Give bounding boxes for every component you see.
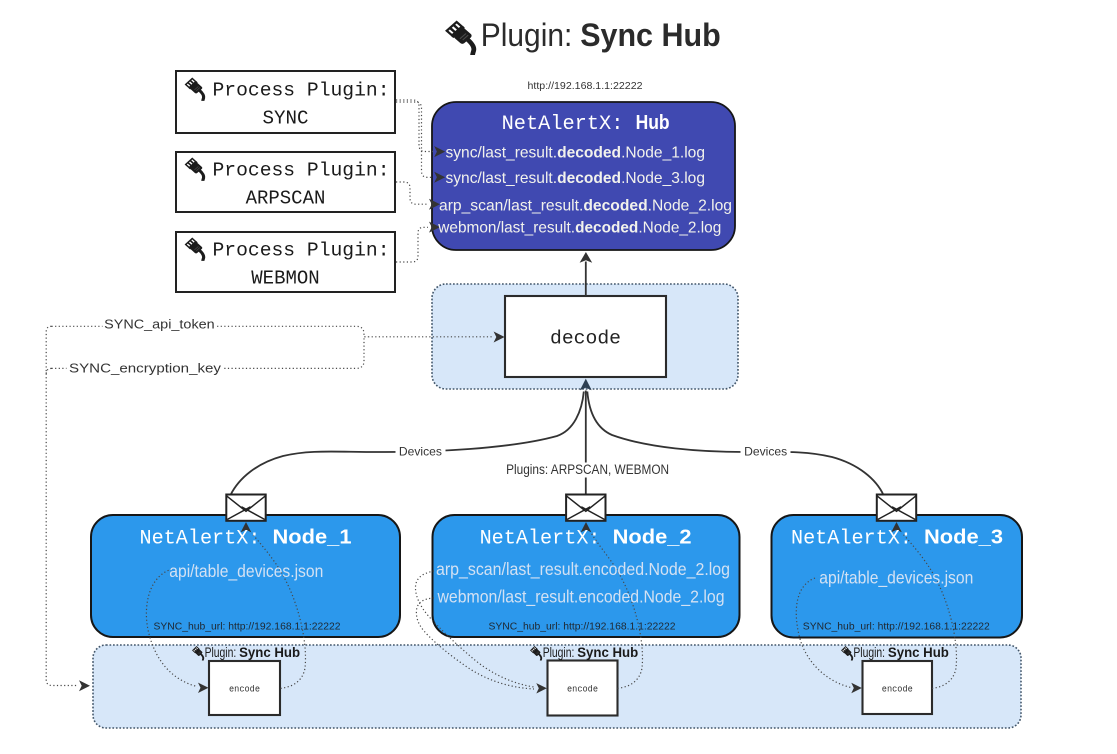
svg-text:WEBMON: WEBMON [251, 267, 319, 289]
svg-text:NetAlertX: Node_3: NetAlertX: Node_3 [791, 525, 1003, 550]
svg-text:decode: decode [550, 328, 621, 350]
svg-text:sync/last_result.decoded.Node_: sync/last_result.decoded.Node_1.log [446, 144, 706, 161]
svg-text:Sync Hub: Sync Hub [580, 17, 721, 53]
svg-text:arp_scan/last_result.decoded.N: arp_scan/last_result.decoded.Node_2.log [439, 197, 732, 214]
svg-text:SYNC_hub_url: http://192.168.1: SYNC_hub_url: http://192.168.1.1:22222 [803, 621, 990, 632]
svg-text:ARPSCAN: ARPSCAN [246, 187, 326, 209]
svg-text:NetAlertX: Hub: NetAlertX: Hub [502, 111, 670, 136]
svg-text:NetAlertX: Node_1: NetAlertX: Node_1 [140, 525, 352, 550]
svg-text:SYNC_hub_url: http://192.168.1: SYNC_hub_url: http://192.168.1.1:22222 [489, 621, 676, 632]
svg-text:Plugin:: Plugin: [481, 17, 573, 53]
svg-text:Plugin: Sync Hub: Plugin: Sync Hub [543, 645, 639, 660]
svg-text:Devices: Devices [399, 446, 442, 459]
svg-text:Devices: Devices [744, 446, 787, 459]
svg-text:SYNC_api_token: SYNC_api_token [104, 317, 215, 332]
svg-text:api/table_devices.json: api/table_devices.json [819, 568, 973, 589]
svg-text:Process Plugin:: Process Plugin: [213, 239, 390, 261]
svg-text:Process Plugin:: Process Plugin: [213, 159, 390, 181]
svg-text:encode: encode [882, 683, 913, 694]
svg-text:http://192.168.1.1:22222: http://192.168.1.1:22222 [528, 81, 643, 92]
svg-text:Process Plugin:: Process Plugin: [213, 79, 390, 101]
svg-text:Plugins: ARPSCAN, WEBMON: Plugins: ARPSCAN, WEBMON [506, 462, 669, 477]
svg-text:webmon/last_result.encoded.Nod: webmon/last_result.encoded.Node_2.log [437, 587, 725, 608]
svg-text:Plugin: Sync Hub: Plugin: Sync Hub [853, 645, 949, 660]
svg-text:SYNC_hub_url: http://192.168.1: SYNC_hub_url: http://192.168.1.1:22222 [154, 621, 341, 632]
svg-text:Plugin: Sync Hub: Plugin: Sync Hub [205, 645, 301, 660]
svg-text:sync/last_result.decoded.Node_: sync/last_result.decoded.Node_3.log [446, 170, 706, 187]
svg-text:encode: encode [229, 683, 260, 694]
svg-text:webmon/last_result.decoded.Nod: webmon/last_result.decoded.Node_2.log [437, 220, 721, 237]
svg-text:SYNC_encryption_key: SYNC_encryption_key [69, 361, 222, 376]
svg-text:NetAlertX: Node_2: NetAlertX: Node_2 [480, 525, 692, 550]
svg-text:arp_scan/last_result.encoded.N: arp_scan/last_result.encoded.Node_2.log [436, 559, 730, 580]
svg-text:SYNC: SYNC [263, 107, 309, 129]
svg-text:encode: encode [567, 683, 598, 694]
svg-text:api/table_devices.json: api/table_devices.json [169, 561, 323, 582]
